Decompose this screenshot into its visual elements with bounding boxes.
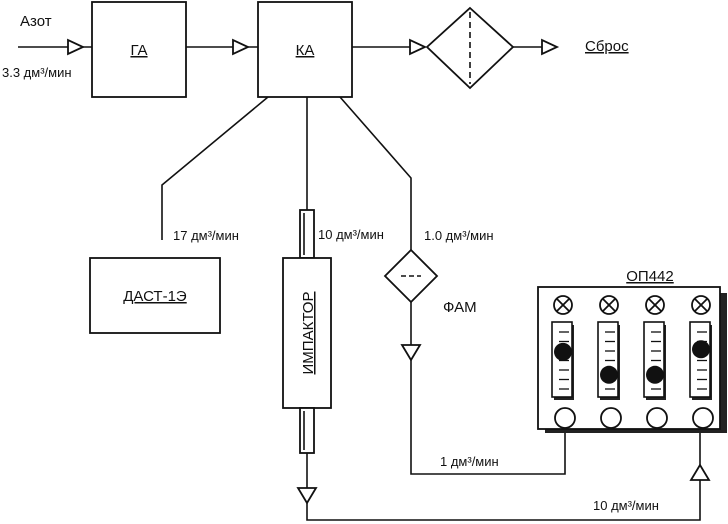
fam-flow-label: 1.0 дм³/мин bbox=[424, 228, 494, 243]
fam-outlet-arrow-icon bbox=[400, 344, 422, 362]
impactor-return-arrow-icon bbox=[689, 463, 711, 481]
rotameter-float bbox=[692, 340, 710, 359]
impactor-return-line bbox=[306, 480, 701, 521]
impactor-flow-label: 10 дм³/мин bbox=[318, 227, 384, 242]
ka-label: КА bbox=[296, 42, 315, 59]
dast-label: ДАСТ-1Э bbox=[123, 288, 187, 305]
ga-ka-arrow-icon bbox=[232, 38, 251, 56]
op442-rotameters bbox=[551, 295, 714, 429]
op442-label: ОП442 bbox=[626, 268, 673, 285]
ga-block bbox=[91, 1, 187, 98]
rotameter-float bbox=[600, 365, 618, 384]
fam-return-flow-label: 1 дм³/мин bbox=[440, 454, 499, 469]
dast-flow-label: 17 дм³/мин bbox=[173, 228, 239, 243]
valve-cross-b bbox=[556, 298, 570, 312]
rotameter-float bbox=[554, 342, 572, 361]
discharge-label: Сброс bbox=[585, 38, 629, 55]
rotameter-float bbox=[646, 365, 664, 384]
fam-label: ФАМ bbox=[443, 299, 477, 316]
valve-cross-b bbox=[694, 298, 708, 312]
impactor-block bbox=[282, 257, 332, 409]
rotameter-port bbox=[554, 407, 576, 429]
inlet-flow-label: 3.3 дм³/мин bbox=[2, 65, 72, 80]
ka-filter-arrow-icon bbox=[409, 38, 428, 56]
valve-cross-b bbox=[602, 298, 616, 312]
dast-branch-line bbox=[161, 96, 269, 240]
fam-return-line bbox=[410, 360, 566, 475]
impactor-bottom-tube bbox=[299, 407, 315, 454]
rotameter-tube bbox=[689, 321, 711, 398]
impactor-label: ИМПАКТОР bbox=[300, 292, 317, 375]
fam-branch-line bbox=[339, 96, 412, 250]
valve-cross-b bbox=[648, 298, 662, 312]
impactor-top-tube bbox=[299, 209, 315, 259]
rotameter-tube bbox=[597, 321, 619, 398]
rotameter-port bbox=[692, 407, 714, 429]
dast-block bbox=[89, 257, 221, 334]
rotameter-port bbox=[646, 407, 668, 429]
rotameter-port bbox=[600, 407, 622, 429]
impactor-return-flow-label: 10 дм³/мин bbox=[593, 498, 659, 513]
rotameter-tube bbox=[643, 321, 665, 398]
ka-block bbox=[257, 1, 353, 98]
inlet-gas-label: Азот bbox=[20, 13, 52, 30]
impactor-outlet-arrow-icon bbox=[296, 487, 318, 505]
inlet-arrow-icon bbox=[67, 38, 86, 56]
outlet-arrow-icon bbox=[541, 38, 560, 56]
ga-label: ГА bbox=[130, 42, 147, 59]
